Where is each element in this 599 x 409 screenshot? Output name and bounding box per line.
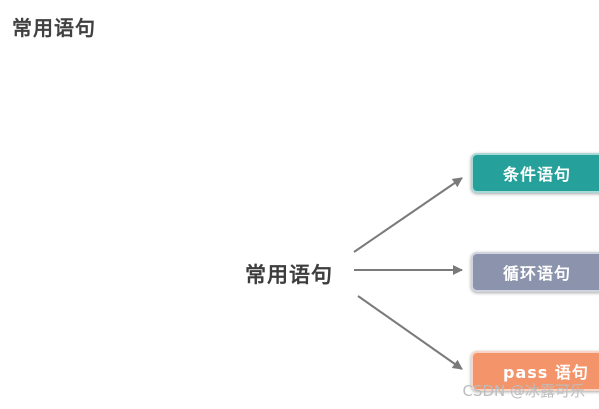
node-label: 条件语句 — [503, 165, 572, 184]
node-pass-statement: pass 语句 — [471, 351, 599, 391]
arrow-to-condition — [353, 177, 463, 253]
node-label: pass 语句 — [503, 363, 589, 382]
center-node-label: 常用语句 — [245, 263, 333, 287]
node-condition-statement: 条件语句 — [471, 153, 599, 193]
page-title: 常用语句 — [12, 16, 96, 40]
watermark: CSDN @冰露可乐 — [462, 382, 585, 400]
arrow-to-pass — [357, 295, 463, 370]
node-loop-statement: 循环语句 — [471, 252, 599, 292]
node-label: 循环语句 — [503, 264, 572, 283]
